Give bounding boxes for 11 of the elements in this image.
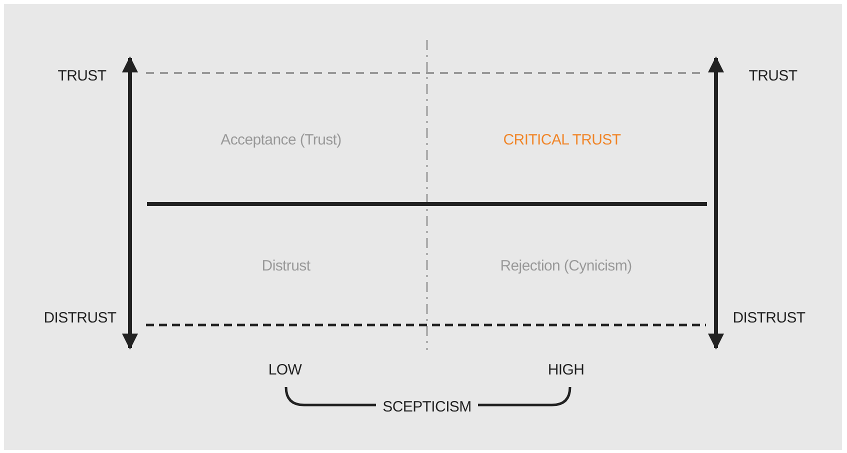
axis-label: TRUST — [748, 68, 798, 84]
axis-title: SCEPTICISM — [382, 398, 472, 416]
axis-label: DISTRUST — [732, 310, 806, 326]
axis-label: HIGH — [548, 362, 584, 378]
quadrant-label: Distrust — [262, 258, 310, 274]
quadrant-label: Acceptance (Trust) — [220, 132, 342, 148]
axis-label: TRUST — [58, 68, 106, 84]
axis-label: LOW — [268, 362, 302, 378]
quadrant-label: Rejection (Cynicism) — [500, 258, 632, 274]
axis-label: DISTRUST — [44, 310, 116, 326]
quadrant-label: CRITICAL TRUST — [503, 132, 621, 148]
